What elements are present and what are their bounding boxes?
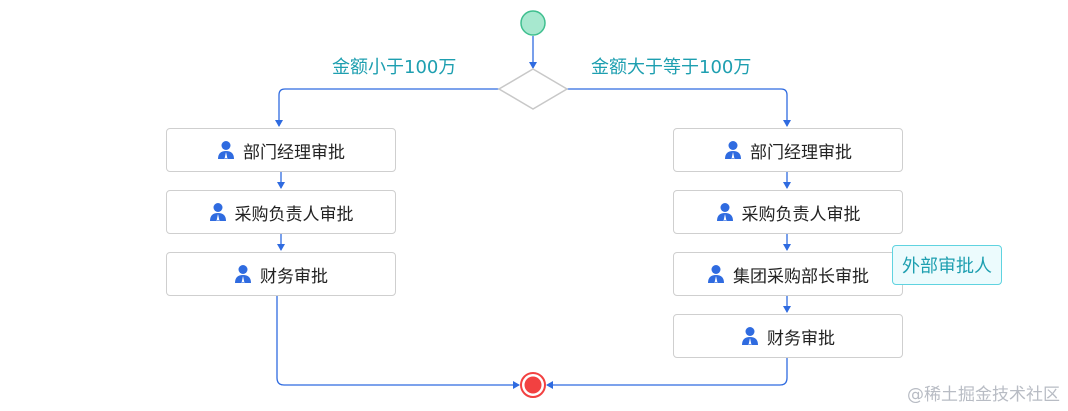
step-label: 财务审批 (260, 266, 328, 287)
step-label: 部门经理审批 (750, 142, 852, 163)
user-icon (209, 203, 226, 221)
step-label: 集团采购部长审批 (733, 266, 869, 287)
user-icon (218, 141, 234, 159)
user-icon (716, 203, 733, 221)
right-step-4[interactable]: 财务审批 (673, 314, 903, 358)
right-step-3[interactable]: 集团采购部长审批 (673, 252, 903, 296)
watermark: @稀土掘金技术社区 (907, 385, 1060, 405)
left-step-1[interactable]: 部门经理审批 (166, 128, 396, 172)
step-label: 采购负责人审批 (234, 204, 354, 225)
branch-label-right: 金额大于等于100万 (591, 57, 752, 78)
connector-gateway-left (275, 88, 499, 127)
exclusive-gateway[interactable] (497, 68, 569, 110)
connector-gateway-right (567, 88, 791, 127)
external-approver-tag: 外部审批人 (892, 245, 1002, 285)
user-icon (235, 265, 251, 283)
left-step-2[interactable]: 采购负责人审批 (166, 190, 396, 234)
step-label: 采购负责人审批 (741, 204, 861, 225)
branch-label-left: 金额小于100万 (332, 57, 457, 78)
user-icon (725, 141, 741, 159)
step-label: 部门经理审批 (243, 142, 345, 163)
user-icon (708, 265, 724, 283)
left-step-3[interactable]: 财务审批 (166, 252, 396, 296)
user-icon (742, 327, 758, 345)
step-label: 财务审批 (767, 328, 835, 349)
start-event[interactable] (520, 10, 546, 36)
connector-right-end (546, 358, 788, 389)
connector-left-end (276, 296, 520, 389)
end-event-core (524, 376, 542, 394)
right-step-2[interactable]: 采购负责人审批 (673, 190, 903, 234)
right-step-1[interactable]: 部门经理审批 (673, 128, 903, 172)
